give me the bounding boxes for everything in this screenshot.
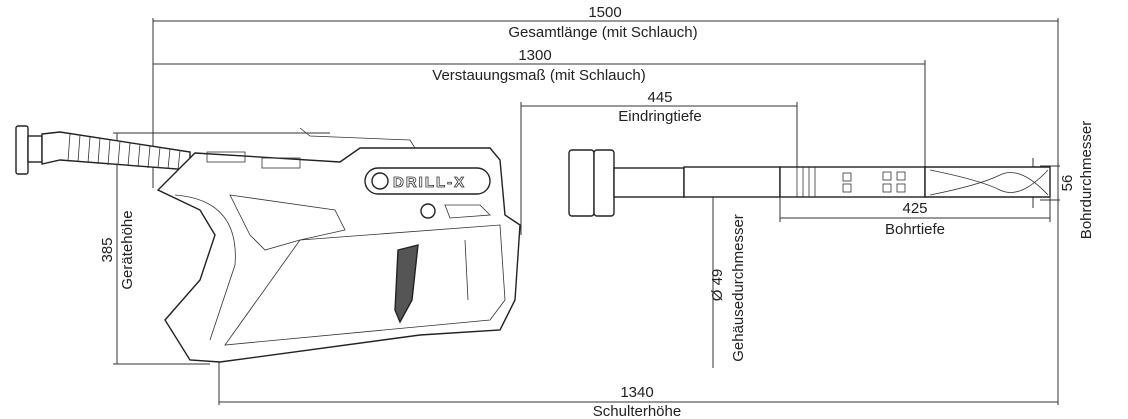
penetration-value: 445 xyxy=(647,89,672,106)
drill-shaft xyxy=(568,149,1051,217)
drill-diameter-value: 56 xyxy=(1059,175,1076,192)
drill-depth-label: Bohrtiefe xyxy=(885,221,945,238)
total-length-label: Gesamtlänge (mit Schlauch) xyxy=(508,24,697,41)
stowage-value: 1300 xyxy=(518,47,551,64)
device-body: DRILL-X xyxy=(156,127,521,363)
hose xyxy=(15,125,191,175)
penetration-label: Eindringtiefe xyxy=(618,108,701,125)
product-logo: DRILL-X xyxy=(393,174,466,191)
device-height-value: 385 xyxy=(99,237,116,262)
total-length-value: 1500 xyxy=(588,4,621,21)
device-height-label: Gerätehöhe xyxy=(119,210,136,289)
housing-diameter-label: Gehäusedurchmesser xyxy=(730,214,747,362)
drill-depth-value: 425 xyxy=(902,200,927,217)
shoulder-height-label: Schulterhöhe xyxy=(593,403,681,419)
shoulder-height-value: 1340 xyxy=(620,384,653,401)
housing-diameter-value: Ø 49 xyxy=(709,269,726,302)
drill-diameter-label: Bohrdurchmesser xyxy=(1078,121,1095,239)
stowage-label: Verstauungsmaß (mit Schlauch) xyxy=(432,67,645,84)
